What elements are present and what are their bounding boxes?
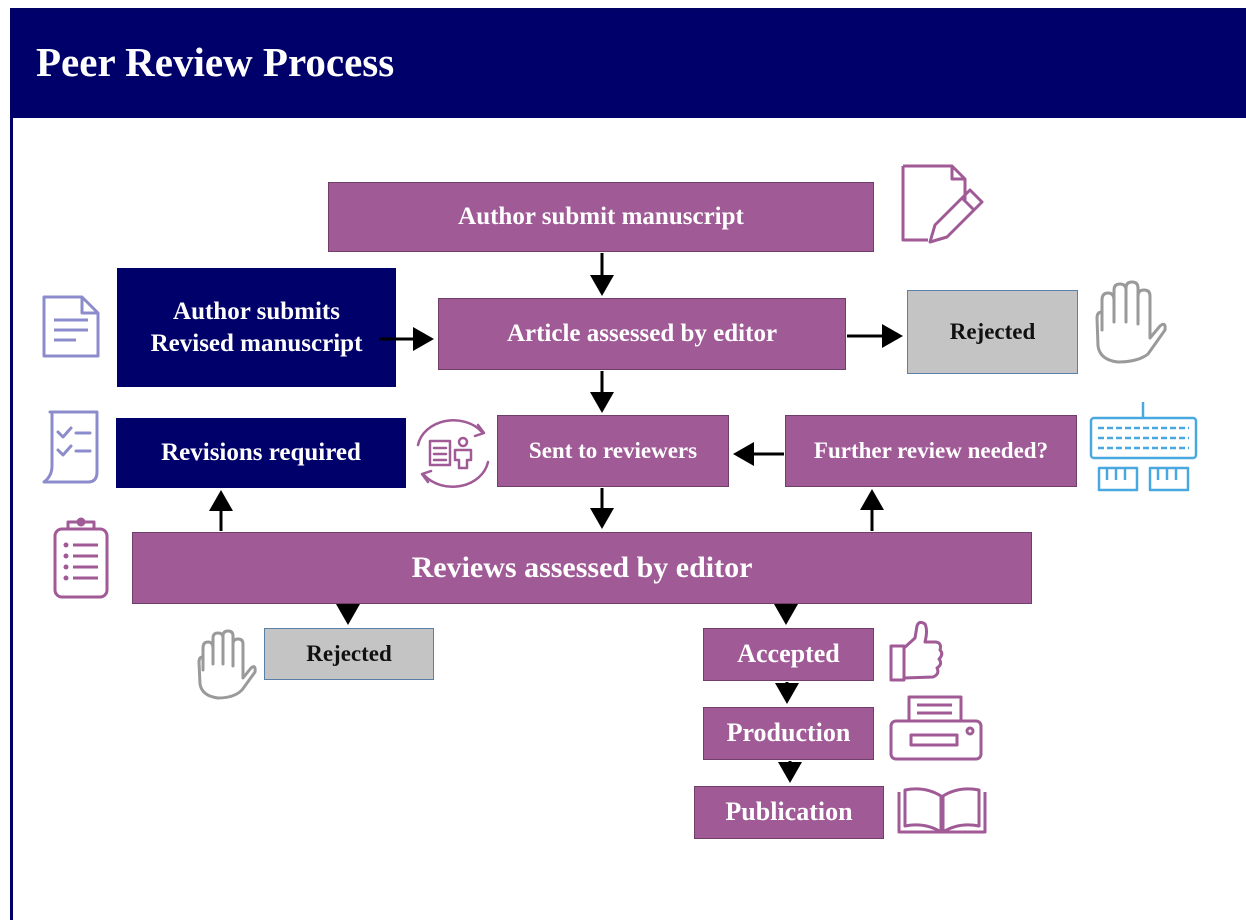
thumbs-up-icon <box>889 620 944 682</box>
page-title: Peer Review Process <box>36 39 395 85</box>
box-article-assessed-label: Article assessed by editor <box>506 320 778 348</box>
box-revisions-label: Revisions required <box>161 439 361 467</box>
box-publication: Publication <box>694 786 884 839</box>
printer-icon <box>889 695 983 761</box>
box-author-submit: Author submit manuscript <box>328 182 874 252</box>
box-rejected-bottom-label: Rejected <box>306 640 392 666</box>
keyboard-icon <box>1089 402 1198 492</box>
box-further-review: Further review needed? <box>785 415 1077 487</box>
box-reviews-assessed: Reviews assessed by editor <box>132 532 1032 604</box>
review-cycle-icon <box>416 419 490 488</box>
box-revised-line2: Revised manuscript <box>150 329 363 357</box>
box-author-submit-label: Author submit manuscript <box>458 203 744 231</box>
box-rejected-top: Rejected <box>907 290 1078 374</box>
box-publication-label: Publication <box>725 797 853 827</box>
box-production: Production <box>703 707 874 760</box>
box-sent-label: Sent to reviewers <box>528 437 698 463</box>
stop-hand-icon <box>197 629 257 700</box>
open-book-icon <box>897 787 987 834</box>
box-rejected-top-label: Rejected <box>949 318 1036 344</box>
box-article-assessed: Article assessed by editor <box>438 298 846 370</box>
checklist-icon <box>42 410 99 484</box>
box-sent-to-reviewers: Sent to reviewers <box>497 415 729 487</box>
box-accepted-label: Accepted <box>737 639 840 669</box>
title-bar: Peer Review Process <box>10 8 1246 118</box>
box-accepted: Accepted <box>703 628 874 681</box>
pen-document-icon <box>901 164 984 244</box>
box-further-label: Further review needed? <box>813 437 1049 463</box>
box-rejected-bottom: Rejected <box>264 628 434 680</box>
box-reviews-label: Reviews assessed by editor <box>411 551 753 585</box>
box-revised-line1: Author submits <box>173 298 340 326</box>
box-revised-manuscript: Author submits Revised manuscript <box>117 268 396 387</box>
clipboard-list-icon <box>53 517 109 599</box>
box-revisions-required: Revisions required <box>116 418 406 488</box>
slide-frame <box>10 8 1246 920</box>
document-icon <box>42 295 100 358</box>
stop-hand-icon <box>1095 280 1167 364</box>
box-production-label: Production <box>726 718 851 748</box>
